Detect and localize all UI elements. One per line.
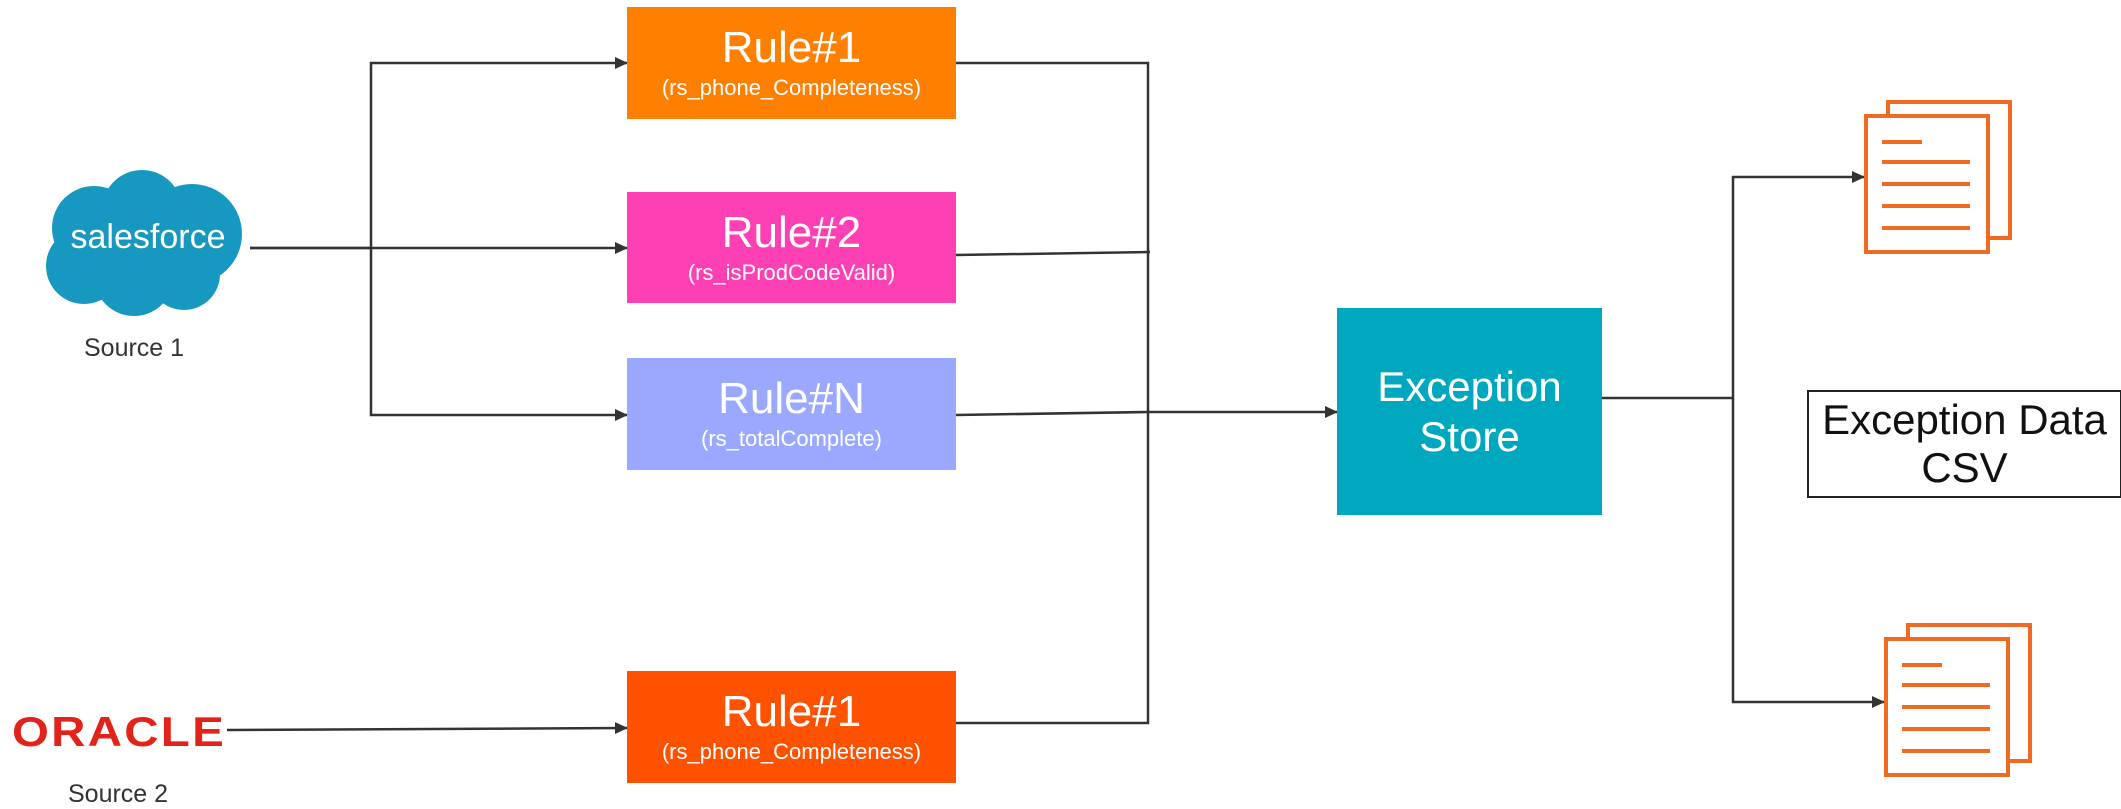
ruleN-box: Rule#N (rs_totalComplete) [627, 358, 956, 470]
rule2-to-bus-line [955, 250, 1151, 257]
ruleN-title: Rule#N [718, 374, 865, 423]
exception-to-output-top-arrow [1602, 171, 1865, 400]
source1-to-ruleN-arrow [369, 248, 628, 421]
output-label-line1: Exception Data [1822, 396, 2107, 443]
rule1-subtitle: (rs_phone_Completeness) [661, 75, 922, 100]
document-icon [1884, 623, 2032, 777]
document-icon [1864, 100, 2012, 254]
exception-store-line1: Exception [1377, 362, 1562, 410]
rule1-source2-title: Rule#1 [721, 687, 862, 736]
output-label-line2: CSV [1921, 444, 2008, 491]
output-label-box: Exception Data CSV [1807, 390, 2121, 498]
rule2-subtitle: (rs_isProdCodeValid) [687, 259, 896, 285]
ruleN-subtitle: (rs_totalComplete) [701, 426, 882, 451]
source1-to-rule1-arrow [250, 57, 628, 250]
rule2-box: Rule#2 (rs_isProdCodeValid) [627, 192, 956, 303]
source2-to-rule1b-arrow [226, 722, 628, 735]
oracle-logo: ORACLE [12, 708, 226, 755]
svg-text:salesforce: salesforce [71, 218, 226, 256]
svg-text:ORACLE: ORACLE [12, 708, 226, 755]
rule1-source2-box: Rule#1 (rs_phone_Completeness) [627, 671, 956, 783]
rule1-source2-subtitle: (rs_phone_Completeness) [661, 739, 922, 764]
exception-store-box: Exception Store [1337, 308, 1602, 515]
source1-label: Source 1 [84, 334, 185, 362]
rule2-title: Rule#2 [721, 207, 862, 257]
ruleN-to-exception-arrow [955, 406, 1338, 418]
rule1-title: Rule#1 [721, 23, 862, 72]
rule1-box: Rule#1 (rs_phone_Completeness) [627, 7, 956, 119]
rule1-to-bus-line [956, 61, 1150, 725]
exception-to-output-bottom-arrow [1731, 398, 1885, 708]
source2-label: Source 2 [68, 780, 169, 808]
salesforce-logo: salesforce [46, 170, 242, 316]
exception-store-line2: Store [1419, 412, 1520, 460]
